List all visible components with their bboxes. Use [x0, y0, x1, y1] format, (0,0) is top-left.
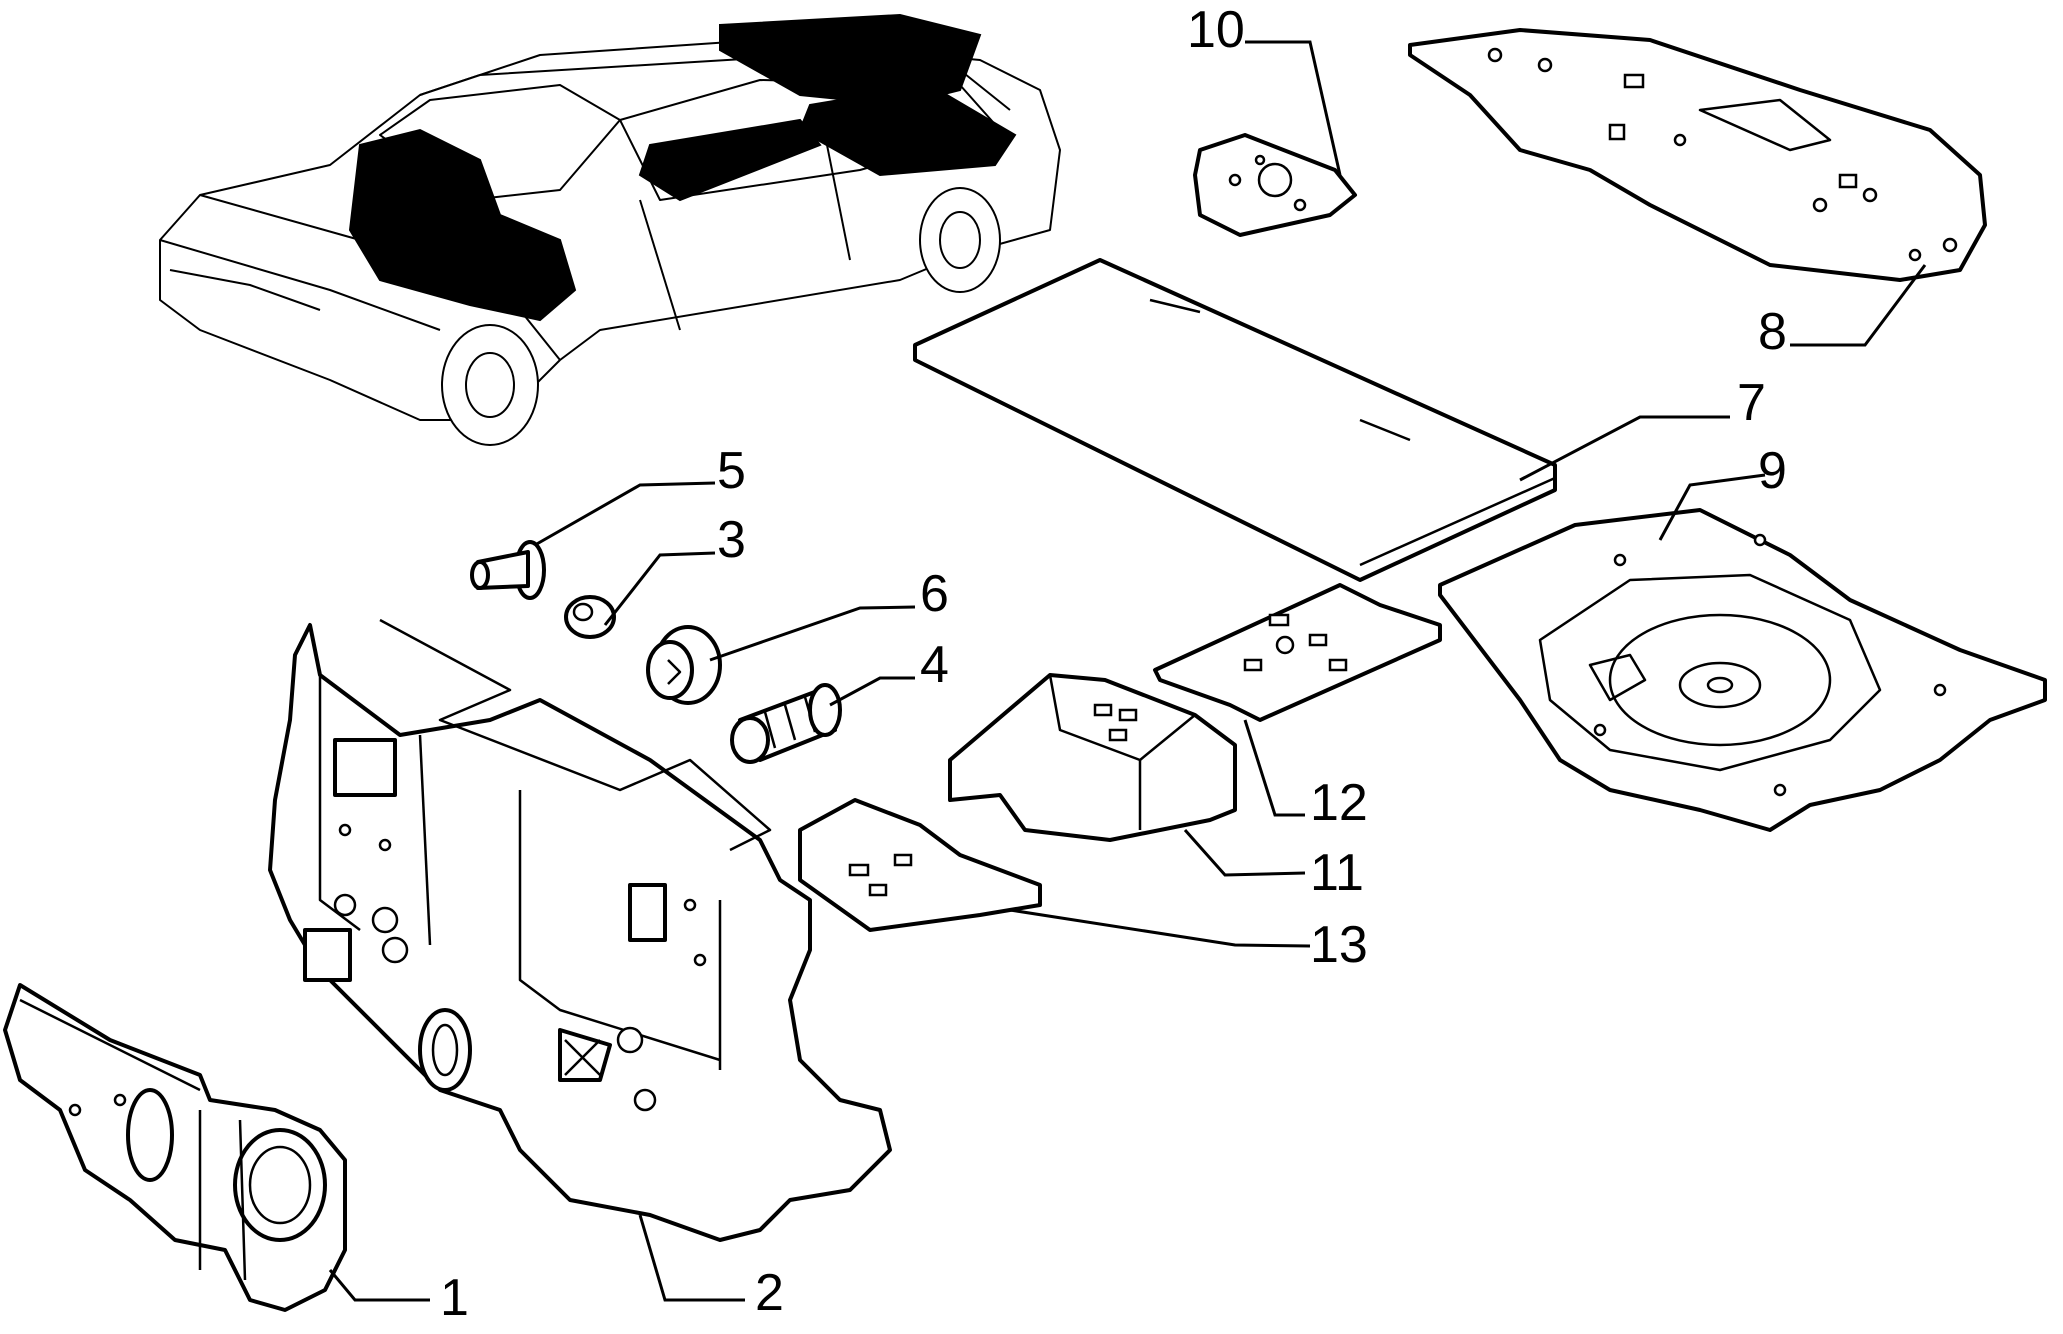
leader-line-2: [638, 1214, 745, 1302]
part-8-rear-shelf: [1408, 28, 1987, 282]
callout-7: 7: [1737, 374, 1766, 432]
callout-13: 13: [1310, 916, 1368, 974]
part-13-floor-piece: [798, 798, 1042, 932]
part-12-floor-plate: [1153, 583, 1442, 722]
part-1-dash-insulation: [3, 983, 347, 1312]
callout-6: 6: [920, 565, 949, 623]
part-5-push-rivet: [470, 540, 546, 600]
car-overview-illustration: [159, 13, 1061, 446]
callout-3: 3: [717, 511, 746, 569]
leader-line-7: [1519, 415, 1730, 482]
part-10-plate: [1193, 133, 1357, 237]
part-3-clip: [564, 595, 616, 639]
firewall-insulation-highlight: [348, 128, 577, 322]
leader-line-6: [709, 605, 916, 662]
trunk-insulation-highlight: [798, 83, 1017, 177]
leader-lines: [328, 40, 1927, 1302]
leader-line-8: [1790, 264, 1927, 347]
callout-9: 9: [1758, 442, 1787, 500]
callout-2: 2: [755, 1264, 784, 1322]
leader-line-5: [534, 481, 716, 547]
leader-line-10: [1245, 40, 1342, 176]
leader-line-13: [1009, 908, 1311, 948]
callout-1: 1: [440, 1269, 469, 1327]
part-9-spare-wheel-well: [1438, 508, 2047, 832]
part-6-grommet: [646, 625, 722, 705]
callout-10: 10: [1187, 1, 1245, 59]
leader-line-12: [1243, 719, 1305, 817]
leader-line-1: [328, 1269, 430, 1302]
callout-11: 11: [1310, 844, 1364, 902]
leader-line-9: [1658, 473, 1766, 541]
callout-4: 4: [920, 636, 949, 694]
leader-line-3: [603, 551, 716, 626]
callout-8: 8: [1758, 303, 1787, 361]
callout-labels: 10 8 7 9 5 3 6 4 12 11 13 1 2: [440, 1, 1787, 1327]
part-7-trunk-floor-board: [913, 258, 1557, 582]
leader-line-4: [829, 676, 915, 707]
callout-12: 12: [1310, 774, 1368, 832]
callout-5: 5: [717, 442, 746, 500]
leader-line-11: [1183, 829, 1306, 877]
floor-insulation-highlight: [638, 118, 822, 202]
part-11-tunnel-cover: [948, 673, 1237, 842]
part-2-firewall-insulation: [268, 618, 892, 1242]
part-4-plug: [730, 683, 842, 764]
